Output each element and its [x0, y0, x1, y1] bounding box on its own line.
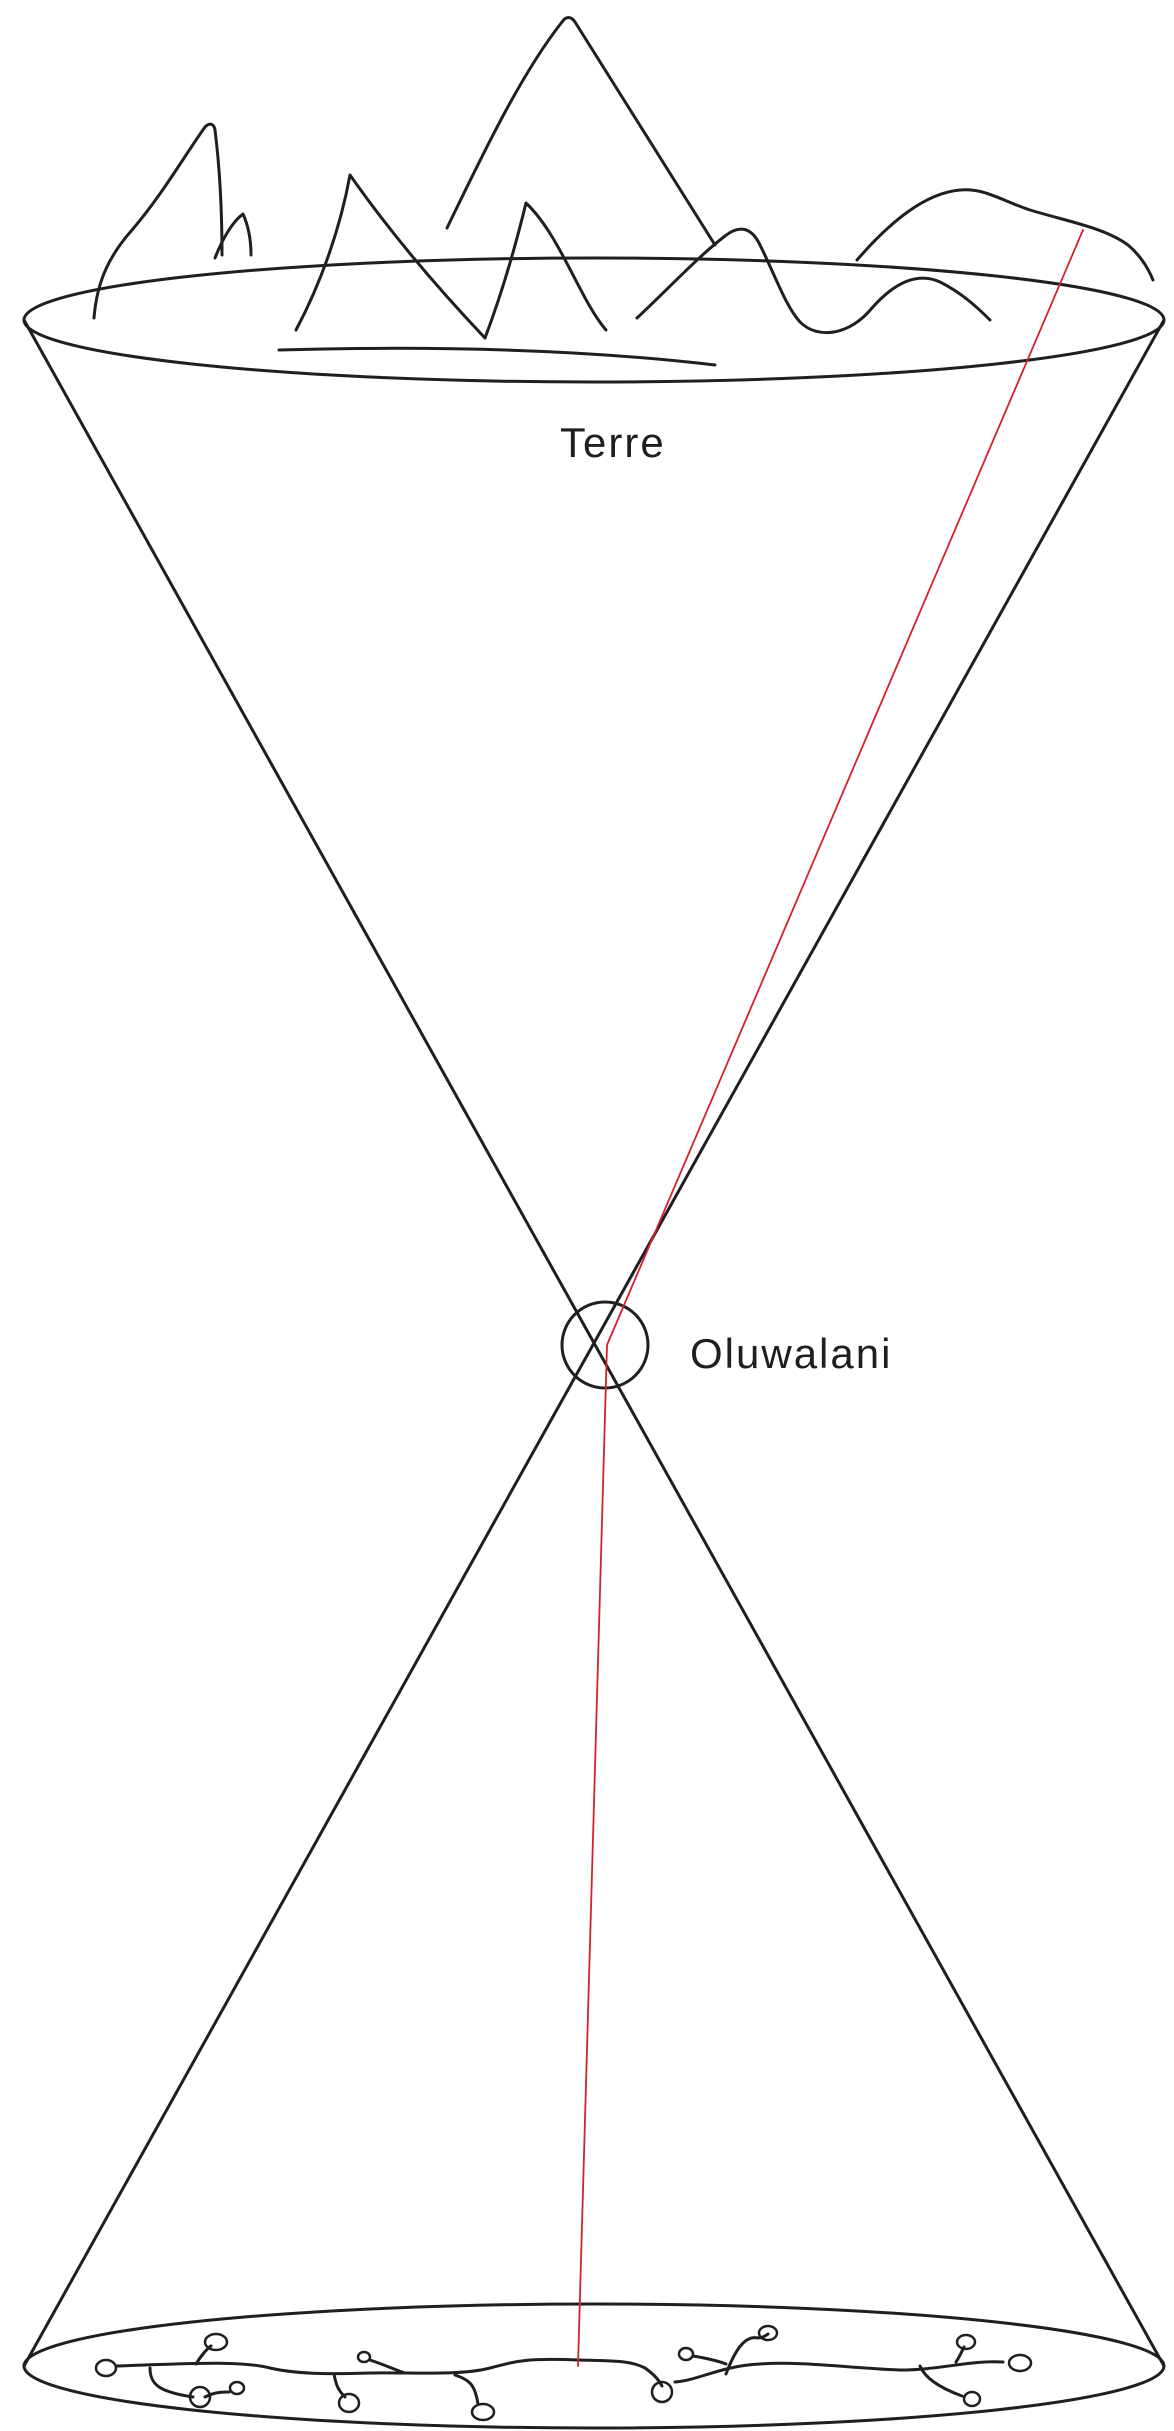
bottom-ellipse	[24, 2304, 1164, 2428]
network-nodes	[96, 2326, 1031, 2420]
center-label: Oluwalani	[690, 1330, 892, 1377]
top-ellipse	[24, 258, 1164, 382]
mountains-sketch	[94, 18, 1153, 366]
red-sightline	[578, 230, 1083, 2366]
network-sketch	[117, 2334, 1003, 2404]
center-circle	[562, 1302, 648, 1388]
top-label: Terre	[560, 419, 666, 466]
